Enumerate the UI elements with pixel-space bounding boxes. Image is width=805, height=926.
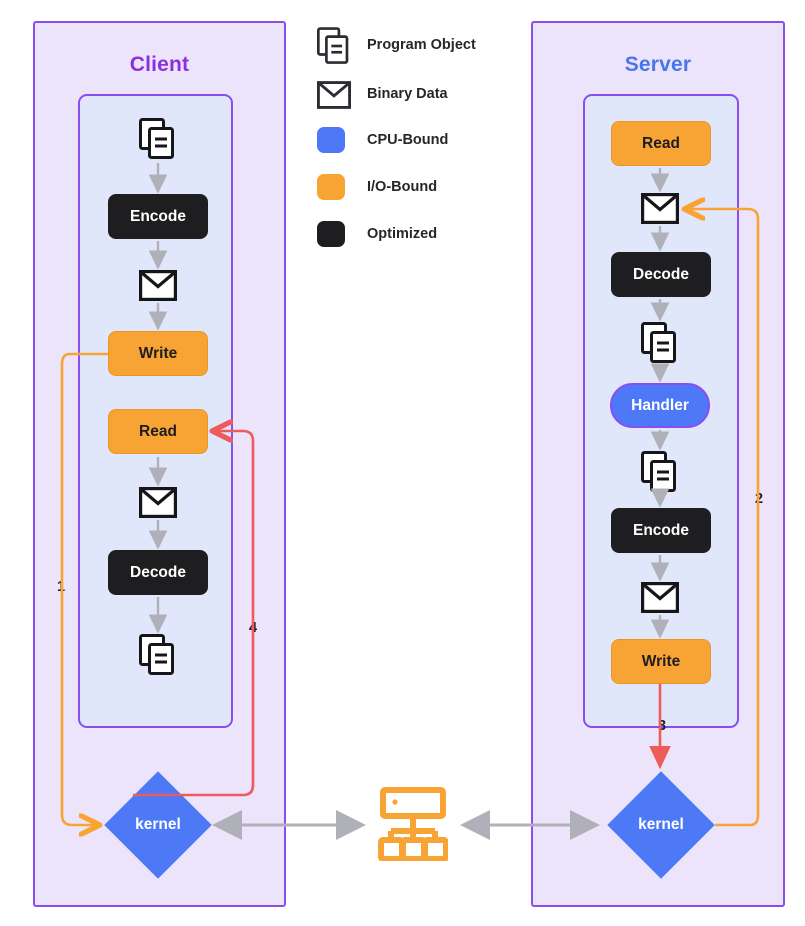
- legend-label: CPU-Bound: [367, 132, 449, 148]
- legend-item-io-bound: I/O-Bound: [315, 169, 515, 205]
- network-sitemap-icon: [378, 787, 448, 861]
- client-encode-node[interactable]: Encode: [108, 194, 208, 239]
- client-title: Client: [129, 53, 190, 76]
- server-decode-node[interactable]: Decode: [611, 252, 711, 297]
- client-decode-node[interactable]: Decode: [108, 550, 208, 595]
- envelope-icon: [139, 487, 177, 518]
- server-handler-node[interactable]: Handler: [610, 383, 710, 428]
- client-read-node[interactable]: Read: [108, 409, 208, 454]
- legend-key: [315, 216, 363, 252]
- legend-key: [315, 27, 363, 64]
- flow-label-2: 2: [754, 491, 764, 507]
- flow-label-4: 4: [248, 620, 258, 636]
- program-object-icon: [139, 118, 174, 159]
- legend-label: I/O-Bound: [367, 179, 438, 195]
- legend-label: Optimized: [367, 226, 438, 242]
- legend-key: [315, 169, 363, 205]
- client-write-node[interactable]: Write: [108, 331, 208, 376]
- legend-item-cpu-bound: CPU-Bound: [315, 122, 515, 158]
- legend-item-program-object: Program Object: [315, 27, 515, 64]
- client-kernel-label: kernel: [135, 816, 181, 833]
- server-write-node[interactable]: Write: [611, 639, 711, 684]
- legend-label: Binary Data: [367, 86, 448, 102]
- server-read-node[interactable]: Read: [611, 121, 711, 166]
- client-kernel-node[interactable]: kernel: [104, 771, 212, 879]
- io-bound-swatch: [317, 174, 345, 200]
- server-kernel-node[interactable]: kernel: [607, 771, 715, 879]
- server-title: Server: [624, 53, 692, 76]
- optimized-swatch: [317, 221, 345, 247]
- envelope-icon: [641, 193, 679, 224]
- server-kernel-label: kernel: [638, 816, 684, 833]
- program-object-icon: [641, 322, 676, 363]
- legend-key: [315, 122, 363, 158]
- envelope-icon: [317, 81, 351, 109]
- legend-label: Program Object: [367, 37, 476, 53]
- flow-label-1: 1: [56, 579, 66, 595]
- program-object-icon: [139, 634, 174, 675]
- envelope-icon: [641, 582, 679, 613]
- legend-key: [315, 76, 363, 112]
- legend-item-binary-data: Binary Data: [315, 76, 515, 112]
- cpu-bound-swatch: [317, 127, 345, 153]
- program-object-icon: [317, 27, 349, 64]
- flow-label-3: 3: [657, 718, 667, 734]
- program-object-icon: [641, 451, 676, 492]
- legend-item-optimized: Optimized: [315, 216, 515, 252]
- envelope-icon: [139, 270, 177, 301]
- server-encode-node[interactable]: Encode: [611, 508, 711, 553]
